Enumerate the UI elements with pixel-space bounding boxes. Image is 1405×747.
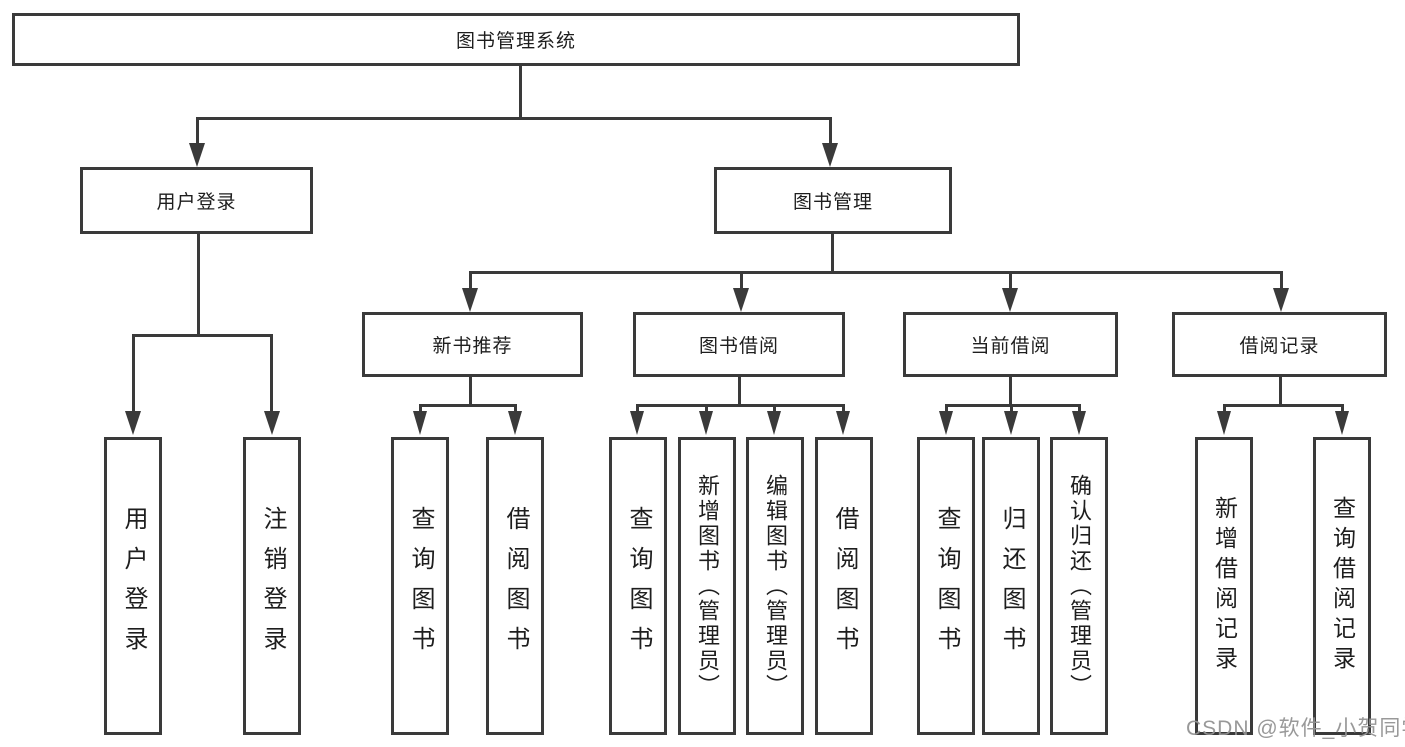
connector-line [1010, 404, 1013, 413]
arrow-down-icon [1002, 288, 1018, 312]
node-book-management: 图书管理 [714, 167, 952, 234]
arrow-down-icon [1335, 411, 1349, 435]
connector-line [1280, 271, 1283, 291]
arrow-down-icon [508, 411, 522, 435]
leaf-add-borrow-record: 新增借阅记录 [1195, 437, 1253, 735]
leaf-logout: 注销登录 [243, 437, 301, 735]
connector-line [519, 66, 522, 119]
arrow-down-icon [413, 411, 427, 435]
arrow-down-icon [1072, 411, 1086, 435]
leaf-label: 查询借阅记录 [1329, 496, 1356, 676]
arrow-down-icon [630, 411, 644, 435]
connector-line [842, 404, 845, 413]
connector-line [1009, 377, 1012, 406]
leaf-query-books: 查询图书 [609, 437, 667, 735]
connector-line [419, 404, 516, 407]
arrow-down-icon [1217, 411, 1231, 435]
connector-line [705, 404, 708, 413]
leaf-label: 注销登录 [259, 506, 286, 666]
connector-line [1078, 404, 1081, 413]
connector-line [636, 404, 639, 413]
leaf-label: 新增借阅记录 [1211, 496, 1238, 676]
leaf-confirm-return-admin: 确认归还（管理员） [1050, 437, 1108, 735]
connector-line [740, 271, 743, 291]
leaf-label: 查询图书 [625, 506, 652, 666]
connector-line [514, 404, 517, 413]
leaf-query-books: 查询图书 [917, 437, 975, 735]
connector-line [196, 117, 832, 120]
arrow-down-icon [189, 143, 205, 167]
leaf-label: 新增图书（管理员） [695, 473, 720, 699]
leaf-edit-books-admin: 编辑图书（管理员） [746, 437, 804, 735]
connector-line [636, 404, 844, 407]
arrow-down-icon [733, 288, 749, 312]
connector-line [132, 334, 135, 413]
leaf-borrow-books: 借阅图书 [486, 437, 544, 735]
node-library-management-system: 图书管理系统 [12, 13, 1020, 66]
connector-line [469, 377, 472, 406]
arrow-down-icon [264, 411, 280, 435]
connector-line [945, 404, 1081, 407]
node-label: 当前借阅 [970, 336, 1051, 357]
node-label: 用户登录 [156, 192, 237, 213]
arrow-down-icon [1004, 411, 1018, 435]
connector-line [829, 117, 832, 150]
leaf-label: 确认归还（管理员） [1067, 473, 1092, 699]
leaf-label: 用户登录 [120, 506, 147, 666]
leaf-add-books-admin: 新增图书（管理员） [678, 437, 736, 735]
leaf-return-books: 归还图书 [982, 437, 1040, 735]
connector-line [196, 117, 199, 150]
connector-line [945, 404, 948, 413]
connector-line [197, 234, 200, 336]
arrow-down-icon [822, 143, 838, 167]
connector-line [831, 234, 834, 274]
connector-line [1341, 404, 1344, 413]
leaf-label: 查询图书 [407, 506, 434, 666]
connector-line [773, 404, 776, 413]
connector-line [1223, 404, 1226, 413]
leaf-label: 归还图书 [998, 506, 1025, 666]
arrow-down-icon [767, 411, 781, 435]
node-current-borrowing: 当前借阅 [903, 312, 1118, 377]
node-label: 图书借阅 [698, 336, 779, 357]
arrow-down-icon [125, 411, 141, 435]
node-label: 新书推荐 [432, 336, 513, 357]
node-borrowing-records: 借阅记录 [1172, 312, 1387, 377]
leaf-borrow-books: 借阅图书 [815, 437, 873, 735]
leaf-query-books: 查询图书 [391, 437, 449, 735]
leaf-label: 查询图书 [933, 506, 960, 666]
connector-line [1009, 271, 1012, 291]
connector-line [738, 377, 741, 406]
leaf-label: 借阅图书 [831, 506, 858, 666]
arrow-down-icon [699, 411, 713, 435]
leaf-label: 编辑图书（管理员） [763, 473, 788, 699]
connector-line [419, 404, 422, 413]
connector-line [1279, 377, 1282, 406]
node-new-book-recommend: 新书推荐 [362, 312, 583, 377]
arrow-down-icon [836, 411, 850, 435]
node-label: 图书管理 [792, 192, 873, 213]
connector-line [469, 271, 1283, 274]
node-book-borrowing: 图书借阅 [633, 312, 845, 377]
leaf-query-borrow-record: 查询借阅记录 [1313, 437, 1371, 735]
watermark: CSDN @软件_小贺同学 [1186, 717, 1405, 740]
connector-line [1223, 404, 1344, 407]
leaf-user-login: 用户登录 [104, 437, 162, 735]
arrow-down-icon [462, 288, 478, 312]
connector-line [469, 271, 472, 291]
node-label: 图书管理系统 [455, 31, 576, 52]
connector-line [132, 334, 273, 337]
node-label: 借阅记录 [1239, 336, 1320, 357]
arrow-down-icon [939, 411, 953, 435]
node-user-login: 用户登录 [80, 167, 313, 234]
arrow-down-icon [1273, 288, 1289, 312]
connector-line [270, 334, 273, 413]
leaf-label: 借阅图书 [502, 506, 529, 666]
